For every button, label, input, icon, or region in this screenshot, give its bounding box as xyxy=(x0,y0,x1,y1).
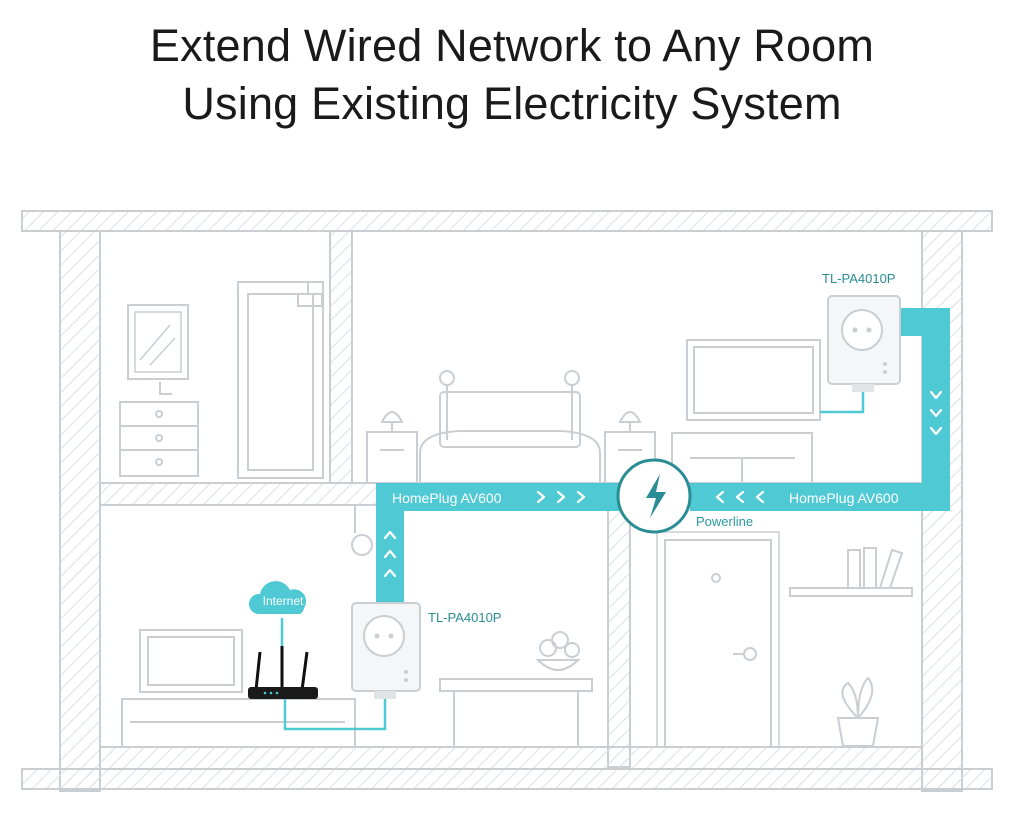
ethernet-cable-bottom xyxy=(283,699,387,731)
cloud-icon xyxy=(248,581,307,614)
page-title-line-1: Extend Wired Network to Any Room xyxy=(149,20,875,71)
door xyxy=(664,539,772,748)
powerline-cabling xyxy=(376,308,950,605)
left-wall xyxy=(59,230,101,792)
powerline-connector-top xyxy=(900,308,950,336)
band-label-right: HomePlug AV600 xyxy=(789,490,899,506)
interior-wall-lower xyxy=(607,504,631,768)
cloud-label: Internet xyxy=(263,594,304,608)
tv-lower xyxy=(139,629,243,693)
powerline-band-right xyxy=(690,483,950,511)
living-room xyxy=(121,505,593,748)
arrow-left-icon xyxy=(715,490,765,504)
band-label-left: HomePlug AV600 xyxy=(392,490,502,506)
tv-upper xyxy=(686,339,821,421)
page-title-line-2: Using Existing Electricity System xyxy=(182,78,842,129)
arrow-down-icon xyxy=(929,390,943,436)
bedroom xyxy=(366,339,821,484)
foundation xyxy=(21,768,993,790)
mirror xyxy=(127,304,189,380)
adapter-top-label: TL-PA4010P xyxy=(822,271,895,286)
lightning-icon xyxy=(646,474,666,518)
nightstand-left xyxy=(366,431,418,484)
ethernet-cable-top xyxy=(820,392,865,414)
roof-beam xyxy=(21,210,993,232)
plug-adapter-bottom xyxy=(351,602,421,699)
arrow-right-icon xyxy=(536,490,586,504)
powerline-riser-left xyxy=(376,483,404,605)
router-icon xyxy=(248,646,318,699)
shower-cabin xyxy=(237,281,324,479)
bathroom xyxy=(119,281,324,479)
hub-label: Powerline xyxy=(696,514,753,529)
powerline-riser-right xyxy=(922,308,950,511)
bed xyxy=(419,430,601,483)
wall-shelf xyxy=(789,587,913,597)
hallway xyxy=(656,531,913,748)
adapter-bottom-label: TL-PA4010P xyxy=(428,610,501,625)
powerline-hub xyxy=(616,458,692,534)
tv-stand xyxy=(121,698,356,748)
side-table xyxy=(439,678,593,692)
sink-cabinet xyxy=(119,401,199,477)
potted-plant xyxy=(836,717,880,747)
powerline-band-left xyxy=(376,483,628,511)
plug-adapter-top xyxy=(827,295,901,392)
ground-floor xyxy=(99,746,923,770)
fruit-bowl xyxy=(535,659,581,671)
interior-wall-upper xyxy=(329,230,353,484)
arrow-up-icon xyxy=(383,530,397,578)
